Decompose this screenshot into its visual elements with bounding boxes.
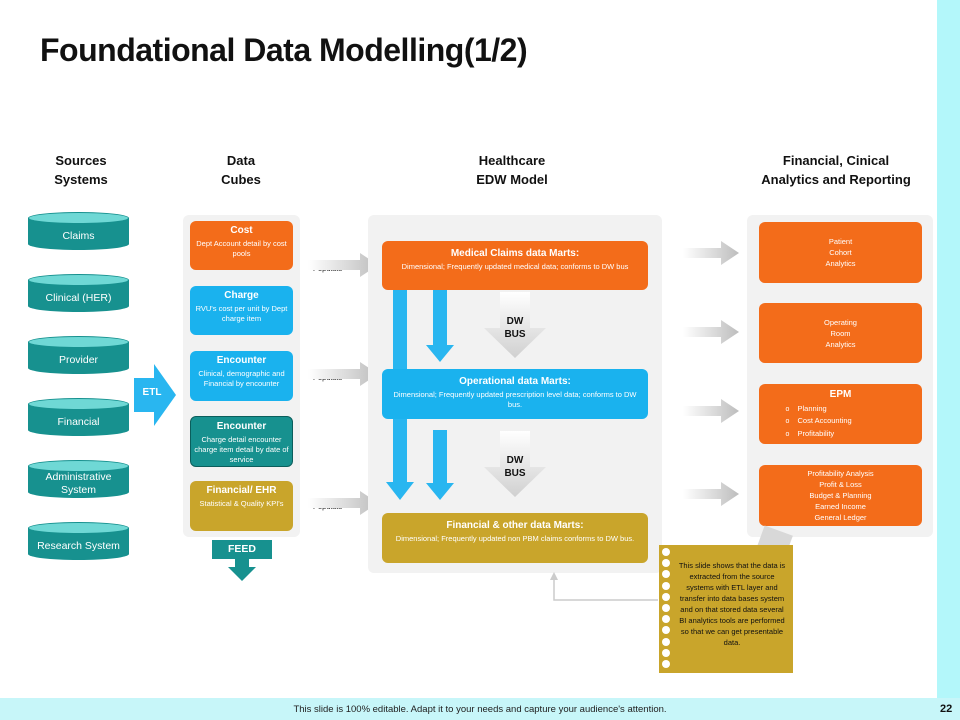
cube-desc: Charge detail encounter charge item deta… bbox=[194, 435, 289, 464]
header-reporting-line2: Analytics and Reporting bbox=[761, 172, 911, 187]
epm-list: Planning Cost Accounting Profitability bbox=[786, 403, 896, 441]
populate-arrow-icon bbox=[308, 362, 378, 386]
report-line: Analytics bbox=[825, 259, 856, 268]
note-holes bbox=[659, 548, 673, 672]
header-reporting-line1: Financial, Cinical bbox=[782, 153, 890, 168]
source-label: Clinical (HER) bbox=[45, 291, 112, 304]
cube-title: Cost bbox=[230, 225, 253, 236]
etl-label: ETL bbox=[142, 387, 162, 398]
source-label: Claims bbox=[62, 229, 95, 242]
source-provider: Provider bbox=[28, 336, 129, 374]
footer-bar bbox=[0, 698, 960, 720]
source-label: Research System bbox=[37, 539, 120, 552]
cube-financial-ehr: Financial/ EHR Statistical & Quality KPI… bbox=[190, 481, 293, 531]
report-epm: EPM Planning Cost Accounting Profitabili… bbox=[759, 384, 922, 444]
report-line: Analytics bbox=[825, 339, 856, 349]
mart-desc: Dimensional; Frequently updated non PBM … bbox=[395, 534, 635, 543]
cube-title: Encounter bbox=[216, 355, 267, 366]
dw-bus-line1: DW bbox=[506, 455, 524, 466]
page-title: Foundational Data Modelling(1/2) bbox=[40, 32, 528, 68]
header-sources-line1: Sources bbox=[55, 153, 107, 168]
header-cubes: Data Cubes bbox=[191, 151, 291, 189]
report-profitability: Profitability Analysis Profit & Loss Bud… bbox=[759, 465, 922, 526]
cube-title: Charge bbox=[224, 290, 259, 301]
mart-financial: Financial & other data Marts: Dimensiona… bbox=[382, 513, 648, 563]
header-sources-line2: Systems bbox=[54, 172, 108, 187]
dw-bus-label-1: DW BUS bbox=[484, 315, 546, 341]
cube-charge: Charge RVU's cost per unit by Dept charg… bbox=[190, 286, 293, 335]
report-line: General Ledger bbox=[814, 513, 867, 522]
cube-encounter-clinical: Encounter Clinical, demographic and Fina… bbox=[190, 351, 293, 401]
report-arrow-icon bbox=[683, 399, 739, 423]
cube-desc: RVU's cost per unit by Dept charge item bbox=[195, 304, 288, 323]
report-line: Patient bbox=[828, 237, 853, 246]
dw-bus-line2: BUS bbox=[504, 468, 526, 479]
cube-title: Financial/ EHR bbox=[206, 485, 277, 496]
mart-operational: Operational data Marts: Dimensional; Fre… bbox=[382, 369, 648, 419]
source-claims: Claims bbox=[28, 212, 129, 250]
report-arrow-icon bbox=[683, 241, 739, 265]
report-line: Cohort bbox=[829, 248, 852, 257]
dw-bus-line2: BUS bbox=[504, 329, 526, 340]
report-line: Operating bbox=[824, 317, 857, 327]
footer-text: This slide is 100% editable. Adapt it to… bbox=[293, 704, 667, 715]
source-label: Financial bbox=[57, 415, 100, 428]
down-arrow-icon bbox=[426, 430, 454, 500]
report-arrow-icon bbox=[683, 320, 739, 344]
cube-desc: Statistical & Quality KPI's bbox=[199, 499, 284, 508]
dw-bus-label-2: DW BUS bbox=[484, 454, 546, 480]
source-financial: Financial bbox=[28, 398, 129, 436]
side-stripe bbox=[937, 0, 960, 720]
source-research: Research System bbox=[28, 522, 129, 560]
mart-title: Financial & other data Marts: bbox=[446, 520, 584, 531]
mart-desc: Dimensional; Frequently updated prescrip… bbox=[393, 390, 637, 409]
epm-title: EPM bbox=[829, 388, 852, 400]
header-cubes-line1: Data bbox=[226, 153, 256, 168]
down-arrow-icon bbox=[426, 290, 454, 362]
report-arrow-icon bbox=[683, 482, 739, 506]
report-operating-room: Operating Room Analytics bbox=[759, 303, 922, 363]
epm-item: Cost Accounting bbox=[786, 415, 896, 428]
dw-bus-arrow-icon bbox=[484, 431, 546, 497]
feed-arrow-icon bbox=[228, 559, 256, 581]
page-number: 22 bbox=[940, 703, 953, 715]
source-label: Provider bbox=[58, 353, 99, 366]
source-clinical: Clinical (HER) bbox=[28, 274, 129, 312]
mart-medical-claims: Medical Claims data Marts: Dimensional; … bbox=[382, 241, 648, 290]
header-sources: Sources Systems bbox=[31, 151, 131, 189]
header-edw-line2: EDW Model bbox=[476, 172, 548, 187]
etl-arrow-icon bbox=[134, 364, 176, 426]
cube-encounter-charge: Encounter Charge detail encounter charge… bbox=[190, 416, 293, 467]
note-connector-line bbox=[550, 572, 658, 601]
mart-title: Operational data Marts: bbox=[459, 376, 571, 387]
mart-desc: Dimensional; Frequently updated medical … bbox=[401, 262, 629, 271]
report-line: Earned Income bbox=[815, 502, 866, 511]
cube-cost: Cost Dept Account detail by cost pools bbox=[190, 221, 293, 270]
header-edw-line1: Healthcare bbox=[478, 153, 546, 168]
cube-desc: Dept Account detail by cost pools bbox=[196, 239, 287, 258]
populate-arrow-icon bbox=[308, 491, 378, 515]
note-text: This slide shows that the data is extrac… bbox=[678, 561, 786, 647]
report-line: Room bbox=[830, 328, 851, 338]
mart-title: Medical Claims data Marts: bbox=[450, 248, 580, 259]
header-cubes-line2: Cubes bbox=[221, 172, 261, 187]
epm-item: Planning bbox=[786, 403, 896, 416]
dw-bus-line1: DW bbox=[506, 316, 524, 327]
header-reporting: Financial, Cinical Analytics and Reporti… bbox=[746, 151, 926, 189]
report-line: Profit & Loss bbox=[819, 480, 862, 489]
header-edw: Healthcare EDW Model bbox=[442, 151, 582, 189]
report-line: Profitability Analysis bbox=[807, 469, 874, 478]
populate-arrow-icon bbox=[308, 253, 378, 277]
cube-title: Encounter bbox=[216, 421, 267, 432]
source-administrative: Administrative System bbox=[28, 460, 129, 498]
report-patient-cohort: Patient Cohort Analytics bbox=[759, 222, 922, 283]
feed-label: FEED bbox=[212, 540, 272, 559]
source-label: Administrative System bbox=[45, 471, 112, 496]
dw-bus-arrow-icon bbox=[484, 292, 546, 358]
report-line: Budget & Planning bbox=[809, 491, 872, 500]
epm-item: Profitability bbox=[786, 428, 896, 441]
sticky-note bbox=[659, 545, 793, 673]
cube-desc: Clinical, demographic and Financial by e… bbox=[198, 369, 285, 388]
